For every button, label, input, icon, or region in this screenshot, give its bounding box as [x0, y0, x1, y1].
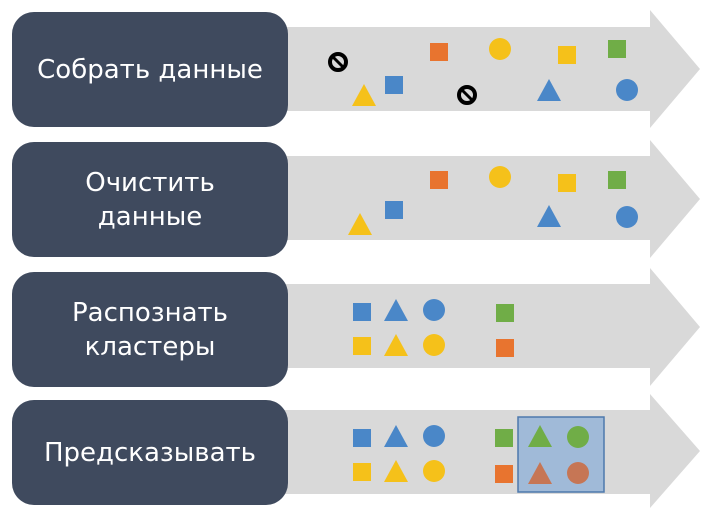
- arrow-band-1: [270, 10, 700, 128]
- green-triangle: [528, 425, 552, 447]
- rust-circle: [567, 462, 589, 484]
- orange-square: [495, 465, 513, 483]
- yellow-triangle: [352, 84, 376, 106]
- step-label-text: Собрать данные: [37, 54, 263, 85]
- blue-square: [353, 429, 371, 447]
- yellow-square: [353, 463, 371, 481]
- yellow-triangle: [384, 334, 408, 356]
- arrow-band-2: [270, 140, 700, 258]
- yellow-circle: [423, 460, 445, 482]
- step-label-clean: Очистить данные: [12, 142, 288, 257]
- green-circle: [567, 426, 589, 448]
- step-label-text: Предсказывать: [43, 437, 257, 468]
- orange-square: [430, 171, 448, 189]
- step-label-text: Распознать кластеры: [71, 297, 229, 362]
- yellow-triangle: [348, 213, 372, 235]
- green-square: [608, 171, 626, 189]
- yellow-circle: [489, 166, 511, 188]
- green-square: [495, 429, 513, 447]
- blue-circle: [423, 299, 445, 321]
- blue-triangle: [384, 299, 408, 321]
- yellow-triangle: [384, 460, 408, 482]
- yellow-circle: [489, 38, 511, 60]
- yellow-circle: [423, 334, 445, 356]
- blue-circle: [616, 79, 638, 101]
- green-square: [608, 40, 626, 58]
- step-label-predict: Предсказывать: [12, 400, 288, 505]
- blue-square: [353, 303, 371, 321]
- blue-square: [385, 76, 403, 94]
- blocked-icon: [457, 85, 477, 105]
- blue-circle: [423, 425, 445, 447]
- blocked-icon-ring: [457, 85, 477, 105]
- arrow-band-4: [270, 394, 700, 508]
- yellow-square: [558, 174, 576, 192]
- yellow-square: [558, 46, 576, 64]
- step-label-collect: Собрать данные: [12, 12, 288, 127]
- green-square: [496, 304, 514, 322]
- step-label-cluster: Распознать кластеры: [12, 272, 288, 387]
- blue-square: [385, 201, 403, 219]
- orange-square: [496, 339, 514, 357]
- arrow-band-3: [270, 268, 700, 386]
- blocked-icon: [328, 52, 348, 72]
- blue-triangle: [537, 205, 561, 227]
- prediction-highlight-box: [517, 416, 605, 493]
- step-label-text: Очистить данные: [85, 167, 215, 232]
- blue-circle: [616, 206, 638, 228]
- blocked-icon-ring: [328, 52, 348, 72]
- rust-triangle: [528, 462, 552, 484]
- orange-square: [430, 43, 448, 61]
- blocked-icon-slash: [330, 54, 346, 70]
- yellow-square: [353, 337, 371, 355]
- blue-triangle: [384, 425, 408, 447]
- blue-triangle: [537, 79, 561, 101]
- blocked-icon-slash: [459, 87, 475, 103]
